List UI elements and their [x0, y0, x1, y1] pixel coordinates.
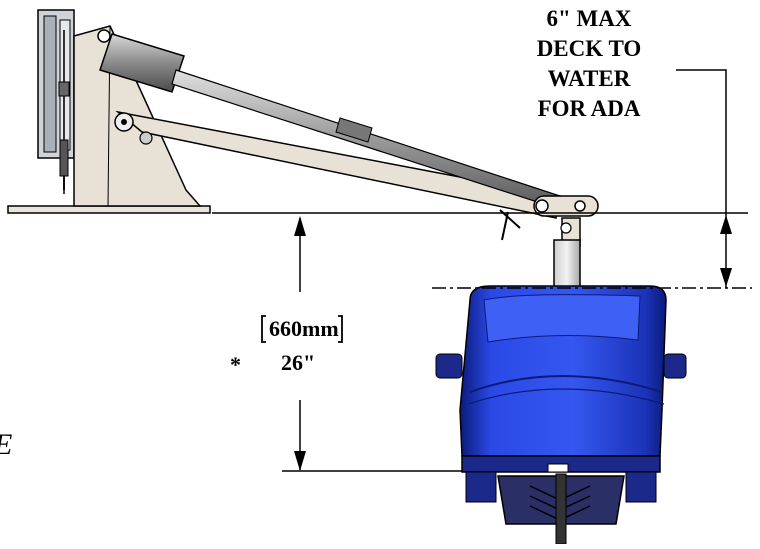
- ada-note-line-3: WATER: [547, 66, 631, 91]
- deck-base-plate: [7, 205, 211, 214]
- lower-boom-arm: [114, 110, 561, 241]
- ada-note: 6" MAX DECK TO WATER FOR ADA: [494, 6, 684, 126]
- seat-height-dimension-line: [294, 216, 306, 471]
- control-panel: [37, 9, 75, 194]
- boom-end-pivot: [533, 195, 599, 247]
- footrest: [465, 471, 657, 545]
- ada-dimension-line: [676, 69, 732, 288]
- seat-height-asterisk: *: [230, 352, 241, 377]
- seat-post: [553, 239, 581, 289]
- ada-note-line-1: 6" MAX: [546, 6, 632, 31]
- seat-height-metric: 660mm: [269, 316, 339, 341]
- ada-note-line-4: FOR ADA: [537, 96, 641, 121]
- seat-height-imperial: 26": [281, 350, 316, 375]
- metric-bracket: [261, 315, 343, 343]
- lift-seat: [435, 285, 687, 473]
- ada-note-line-2: DECK TO: [536, 36, 642, 61]
- edge-letter-fragment: E: [0, 428, 12, 462]
